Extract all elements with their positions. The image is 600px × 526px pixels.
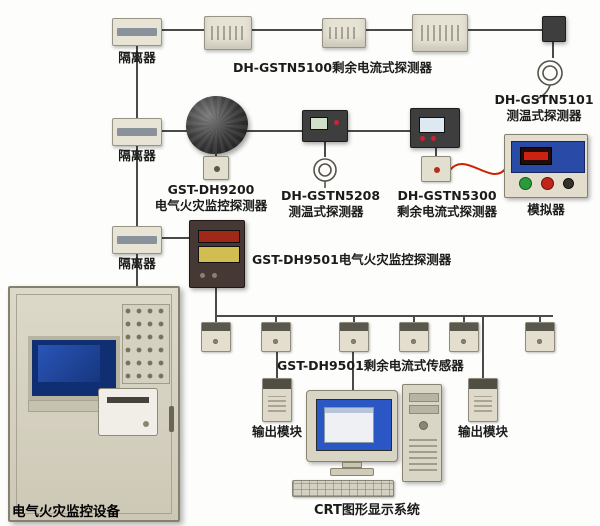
computer-tower bbox=[402, 384, 442, 482]
probe-coil-wires bbox=[313, 60, 563, 188]
detector-5208-led bbox=[334, 120, 339, 125]
simulator-label: 模拟器 bbox=[527, 202, 565, 217]
sensor-device-3 bbox=[339, 322, 369, 352]
detector-5300-connector bbox=[421, 156, 451, 182]
crt-monitor-screen bbox=[316, 399, 392, 451]
simulator-device bbox=[504, 134, 588, 198]
detector-9200-connector bbox=[203, 156, 229, 180]
detector-5300-device bbox=[410, 108, 460, 148]
detector-5300-terminal-1 bbox=[420, 136, 425, 141]
detector-9200-label: GST-DH9200 电气火灾监控探测器 bbox=[146, 182, 276, 215]
detector-9200-device bbox=[186, 96, 248, 154]
detector-5100-label: DH-GSTN5100剩余电流式探测器 bbox=[232, 60, 433, 75]
sensor-device-5 bbox=[449, 322, 479, 352]
simulator-red-button bbox=[541, 177, 554, 190]
detector-9501-label: GST-DH9501电气火灾监控探测器 bbox=[252, 252, 452, 267]
crt-monitor bbox=[306, 390, 398, 462]
tower-drive-slot-1 bbox=[409, 393, 439, 402]
isolator-device-3 bbox=[112, 226, 162, 254]
tower-power-button bbox=[419, 421, 428, 430]
detector-5101-device bbox=[542, 16, 566, 42]
simulator-panel bbox=[511, 141, 585, 173]
keyboard bbox=[292, 480, 394, 497]
isolator-1-label: 隔离器 bbox=[118, 50, 156, 65]
monitoring-cabinet bbox=[8, 286, 180, 522]
detector-5300-display bbox=[419, 117, 445, 133]
detector-5100-device-1 bbox=[204, 16, 252, 50]
crt-monitor-neck bbox=[342, 462, 362, 468]
detector-5300-type: 剩余电流式探测器 bbox=[396, 204, 497, 220]
cabinet-button-panel bbox=[122, 304, 170, 384]
detector-5208-model: DH-GSTN5208 bbox=[281, 188, 381, 203]
sensor-row-label: GST-DH9501剩余电流式传感器 bbox=[277, 358, 464, 373]
tower-vents bbox=[409, 439, 437, 471]
detector-5100-device-3 bbox=[412, 14, 468, 52]
detector-5300-model: DH-GSTN5300 bbox=[397, 188, 497, 203]
output-module-left bbox=[262, 378, 292, 422]
output-module-right-label: 输出模块 bbox=[457, 424, 508, 439]
isolator-3-label: 隔离器 bbox=[118, 256, 156, 271]
detector-9200-model: GST-DH9200 bbox=[167, 182, 255, 197]
output-module-right bbox=[468, 378, 498, 422]
cabinet-printer bbox=[98, 388, 158, 436]
connector-hole bbox=[214, 166, 220, 172]
detector-5208-display bbox=[310, 117, 328, 130]
crt-monitor-window bbox=[324, 407, 374, 443]
isolator-device-1 bbox=[112, 18, 162, 46]
detector-9501-label-plate bbox=[198, 246, 240, 263]
detector-9501-button-2 bbox=[212, 273, 217, 278]
cabinet-label: 电气火灾监控设备 bbox=[12, 504, 120, 520]
tower-drive-slot-2 bbox=[409, 405, 439, 414]
isolator-device-2 bbox=[112, 118, 162, 146]
detector-9200-type: 电气火灾监控探测器 bbox=[154, 198, 268, 214]
crt-system-label: CRT图形显示系统 bbox=[314, 503, 420, 518]
isolator-2-label: 隔离器 bbox=[118, 148, 156, 163]
sensor-device-1 bbox=[201, 322, 231, 352]
detector-5100-device-2 bbox=[322, 18, 366, 48]
detector-5208-device bbox=[302, 110, 348, 142]
sensor-device-4 bbox=[399, 322, 429, 352]
detector-5300-label: DH-GSTN5300 剩余电流式探测器 bbox=[392, 188, 502, 221]
simulator-dark-button bbox=[563, 178, 574, 189]
simulator-display bbox=[520, 147, 552, 165]
output-module-left-label: 输出模块 bbox=[251, 424, 302, 439]
sensor-device-2 bbox=[261, 322, 291, 352]
connector-terminal bbox=[434, 167, 440, 173]
cabinet-screen bbox=[28, 336, 120, 400]
detector-9501-button-1 bbox=[200, 273, 205, 278]
detector-9501-device bbox=[189, 220, 245, 288]
detector-5208-label: DH-GSTN5208 测温式探测器 bbox=[281, 188, 381, 221]
simulator-green-button bbox=[519, 177, 532, 190]
detector-5101-label: DH-GSTN5101 测温式探测器 bbox=[490, 92, 598, 125]
crt-monitor-base bbox=[330, 468, 374, 476]
detector-9501-display bbox=[198, 230, 240, 243]
detector-5101-type: 测温式探测器 bbox=[506, 108, 582, 124]
sensor-device-6 bbox=[525, 322, 555, 352]
detector-5300-terminal-2 bbox=[431, 136, 436, 141]
detector-5208-type: 测温式探测器 bbox=[288, 204, 364, 220]
cabinet-handle bbox=[169, 406, 174, 432]
detector-5101-model: DH-GSTN5101 bbox=[494, 92, 594, 107]
